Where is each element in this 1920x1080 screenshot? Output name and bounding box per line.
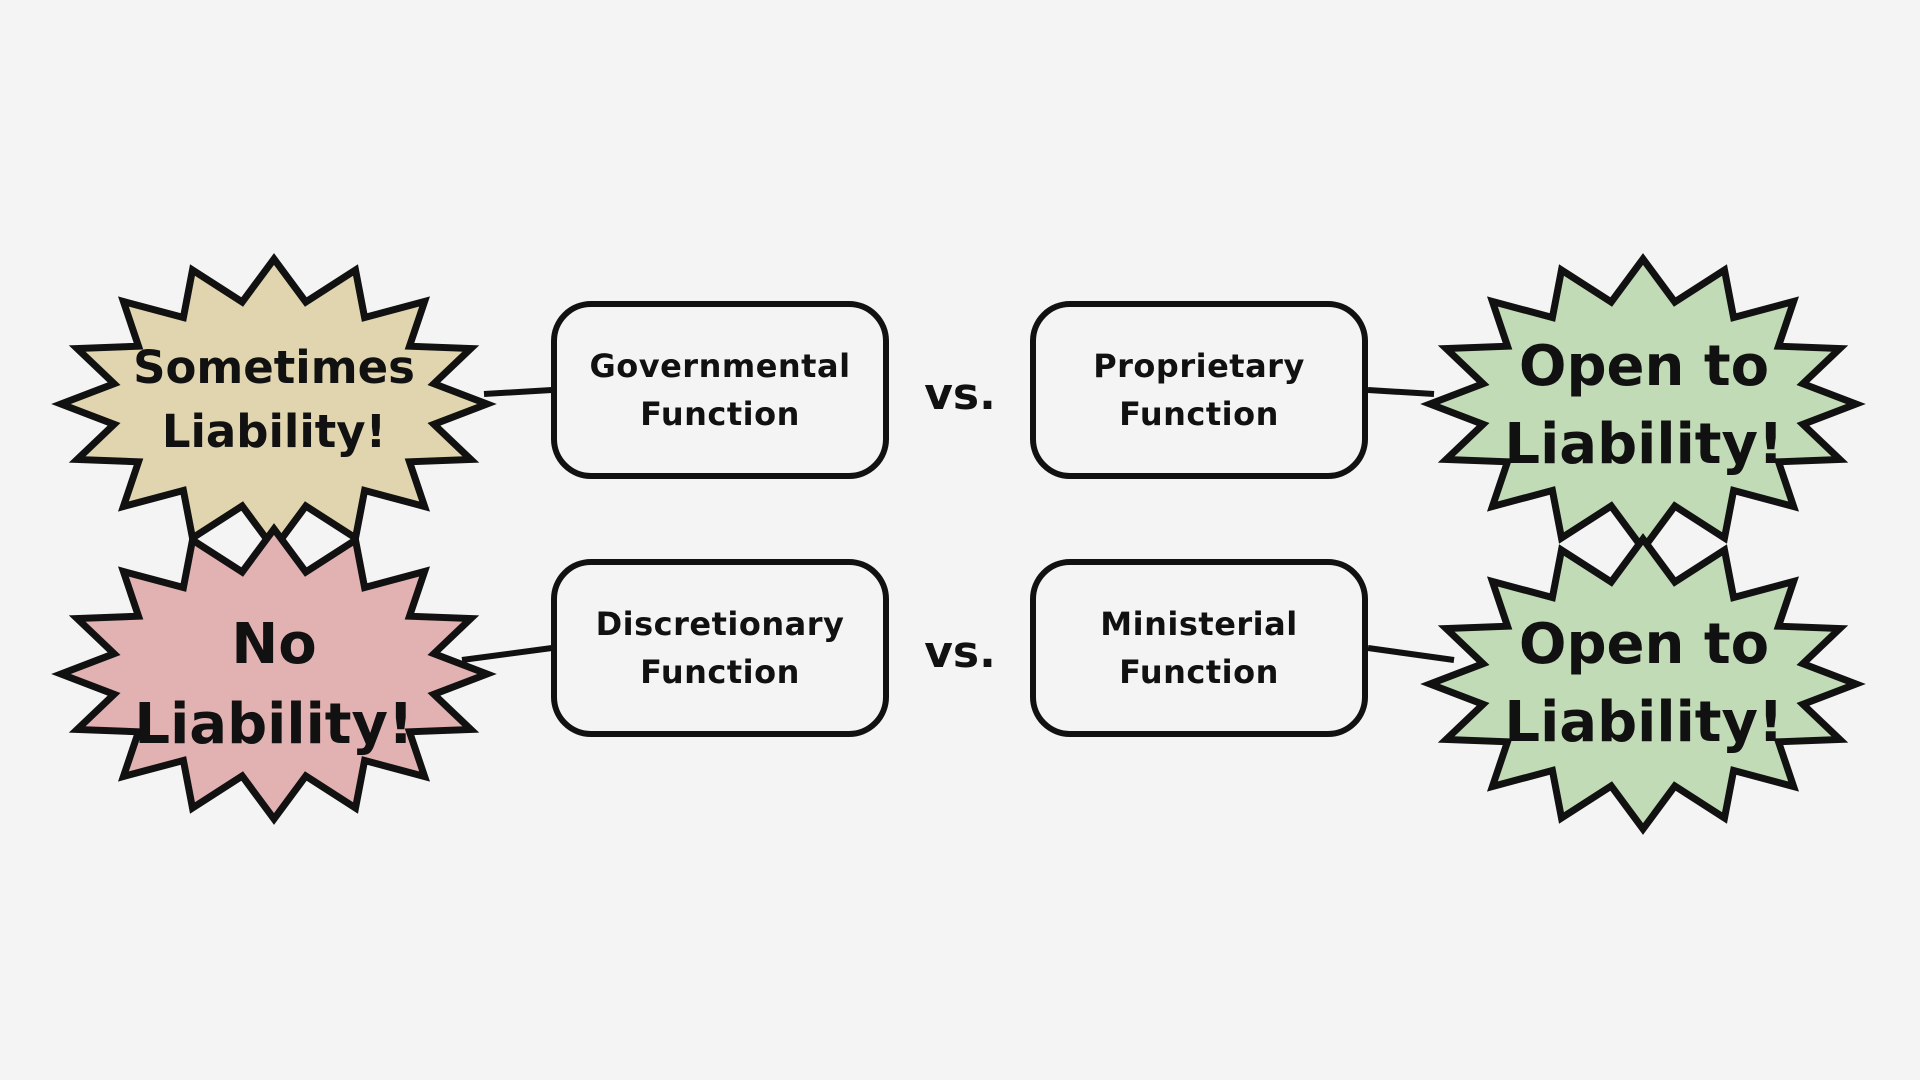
burst-line-1: Open to [1518,334,1770,399]
box-line-1: Proprietary [1093,347,1305,385]
burst-label-open-bottom: Open to Liability! [1504,604,1784,764]
burst-line-1: Open to [1518,612,1770,677]
box-line-1: Ministerial [1100,605,1298,643]
box-line-1: Governmental [589,347,851,385]
box-line-2: Function [640,395,800,433]
box-line-1: Discretionary [595,605,845,643]
ministerial-function-box: Ministerial Function [1030,559,1368,737]
governmental-function-box: Governmental Function [551,301,889,479]
burst-line-2: Liability! [1504,690,1784,755]
box-line-2: Function [640,653,800,691]
connector-ministerial-open [1367,645,1455,663]
burst-open-to-liability-bottom [1420,533,1866,835]
burst-label-sometimes: Sometimes Liability! [133,330,415,470]
box-line-2: Function [1119,395,1279,433]
burst-line-1: No [231,612,317,677]
connector-proprietary-open [1367,387,1435,397]
burst-label-no: No Liability! [134,600,414,770]
vs-label-bottom: vs. [924,627,996,678]
burst-line-2: Liability! [161,405,387,458]
proprietary-function-box: Proprietary Function [1030,301,1368,479]
box-line-2: Function [1119,653,1279,691]
discretionary-function-box: Discretionary Function [551,559,889,737]
burst-no-liability [51,523,497,825]
vs-label-top: vs. [924,369,996,420]
burst-line-2: Liability! [134,692,414,757]
burst-line-1: Sometimes [133,341,415,394]
connector-sometimes-governmental [483,387,553,397]
connector-no-discretionary [461,645,553,663]
burst-line-2: Liability! [1504,412,1784,477]
burst-label-open-top: Open to Liability! [1504,326,1784,486]
